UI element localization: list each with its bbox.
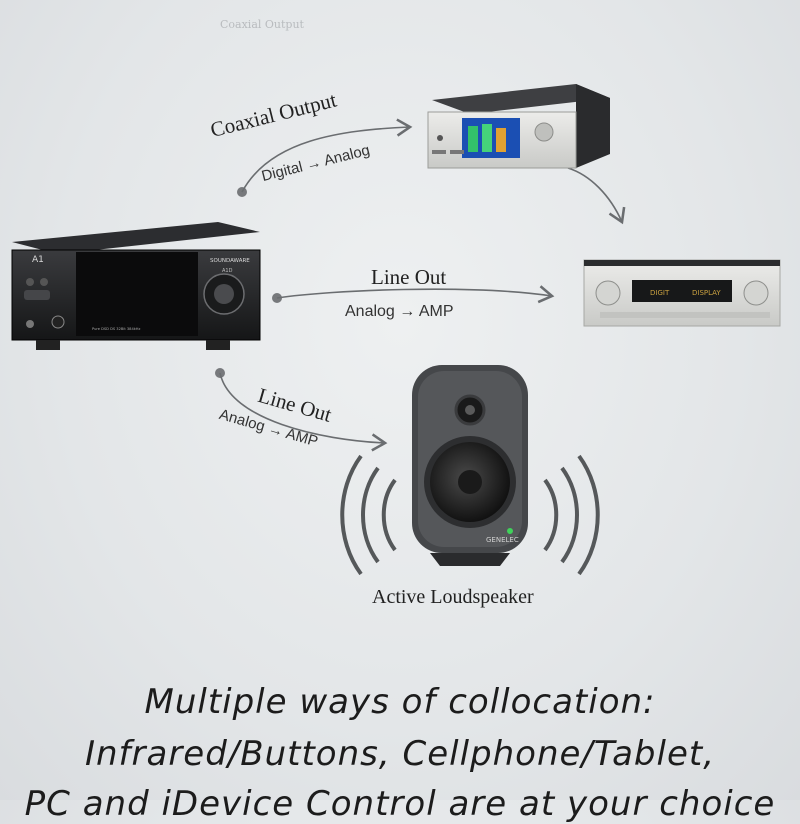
line-out-speaker-arrow	[215, 368, 388, 452]
sound-waves-left	[340, 454, 397, 576]
line-out-amp-title: Line Out	[371, 265, 447, 289]
line-out-amp-subtitle: Analog → AMP	[345, 303, 454, 320]
sound-waves-right	[543, 454, 600, 576]
speaker-brand-label: GENELEC	[486, 536, 519, 544]
dac-brand-label: SOUNDAWARE	[210, 258, 250, 264]
external-dac-device	[427, 84, 610, 169]
dac-to-amp-arrow	[567, 167, 626, 225]
headline-line-1: Multiple ways of collocation:	[144, 682, 656, 722]
coaxial-arrow	[237, 118, 413, 197]
diagram-canvas: DIGIT DISPLAY A1 SOUNDAWARE A1D Pure DSD…	[11, 84, 781, 576]
speaker-caption: Active Loudspeaker	[372, 586, 534, 608]
line-out-amp-arrow	[272, 285, 555, 304]
amplifier-device: DIGIT DISPLAY	[583, 259, 781, 327]
dac-submodel-label: A1D	[222, 268, 233, 274]
dac-model-label: A1	[32, 255, 44, 265]
headline-line-3: PC and iDevice Control are at your choic…	[24, 784, 776, 824]
active-loudspeaker: GENELEC	[412, 365, 528, 566]
watermark-text: Coaxial Output	[220, 18, 304, 31]
headline-line-2: Infrared/Buttons, Cellphone/Tablet,	[84, 734, 716, 774]
soundaware-a1-device: A1 SOUNDAWARE A1D Pure DSD DS 32Bit 384k…	[11, 222, 261, 350]
dac-screen-text: Pure DSD DS 32Bit 384kHz	[92, 327, 141, 331]
svg-text:DISPLAY: DISPLAY	[692, 289, 721, 297]
svg-text:DIGIT: DIGIT	[650, 289, 670, 297]
